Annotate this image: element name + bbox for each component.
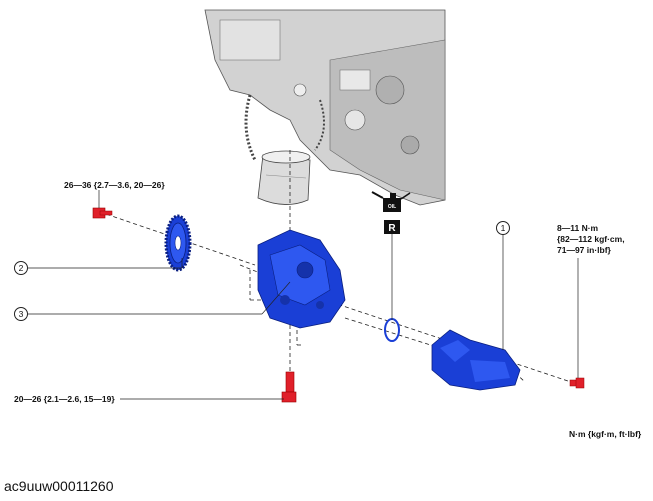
bolt-sprocket <box>92 207 113 219</box>
oil-filter <box>257 150 311 205</box>
torque-spec-pump-bolt: 20—26 {2.1—2.6, 15—19} <box>14 394 115 404</box>
replace-label: R <box>388 223 396 234</box>
oil-can-label: OIL <box>388 204 396 210</box>
callout-3: 3 <box>14 307 28 321</box>
torque-spec-strainer-line1: 8—11 N·m <box>557 223 599 233</box>
oil-pump-sprocket <box>164 214 192 272</box>
oil-can-icon: OIL <box>371 191 411 212</box>
bolt-strainer <box>569 377 585 389</box>
leader-lines <box>28 190 579 400</box>
callout-1: 1 <box>496 221 510 235</box>
oil-pump <box>257 229 346 329</box>
assembly-lines <box>99 150 581 386</box>
torque-spec-strainer-line3: 71—97 in·lbf} <box>557 245 611 255</box>
callout-2: 2 <box>14 261 28 275</box>
bolt-pump <box>281 371 297 403</box>
engine-block <box>204 9 446 206</box>
figure-id: ac9uuw00011260 <box>4 478 114 494</box>
units-note: N·m {kgf·m, ft·lbf} <box>569 429 642 439</box>
torque-spec-strainer-line2: {82—112 kgf·cm, <box>557 234 625 244</box>
torque-spec-sprocket-bolt: 26—36 {2.7—3.6, 20—26} <box>64 180 165 190</box>
oil-strainer <box>431 329 521 391</box>
replace-icon: R <box>384 220 400 234</box>
